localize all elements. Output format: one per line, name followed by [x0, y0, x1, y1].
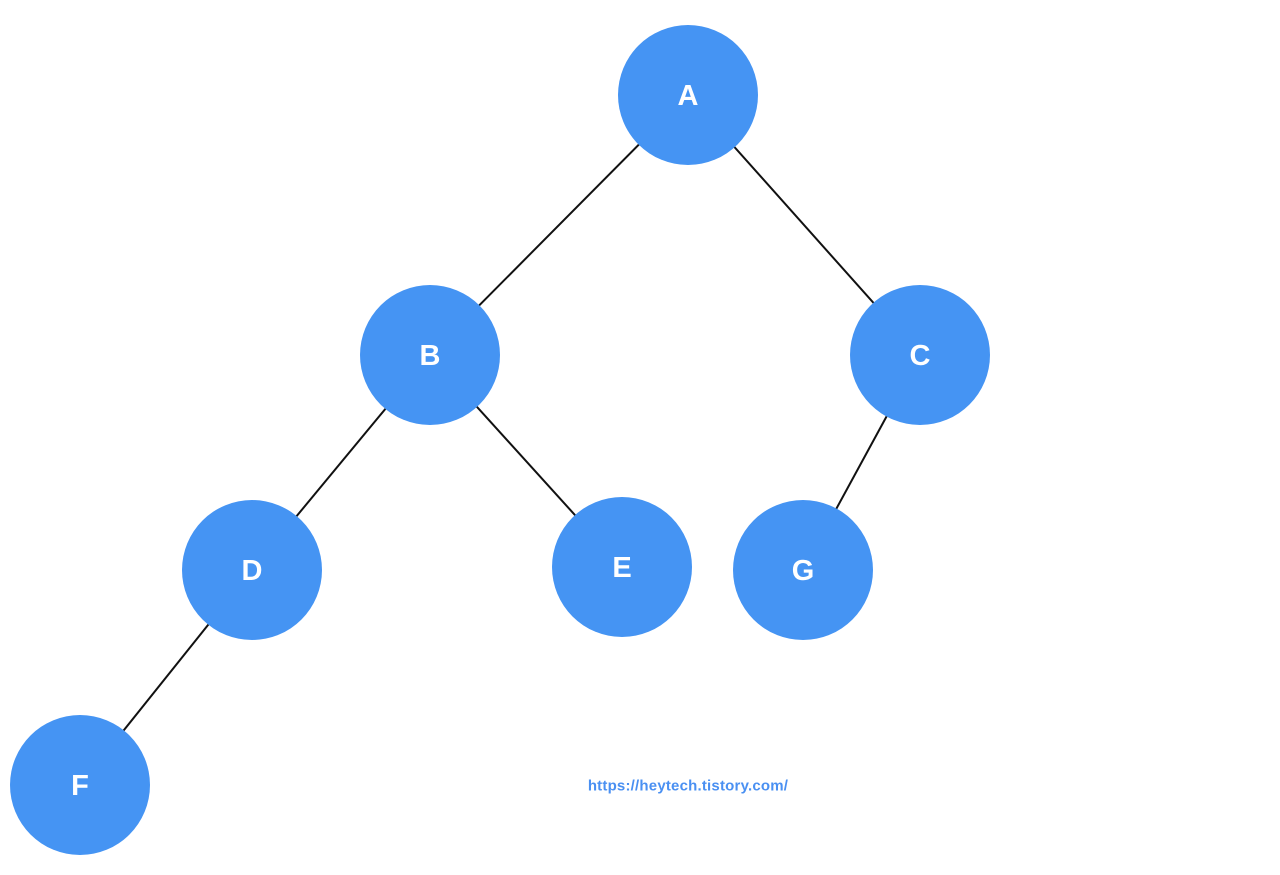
- tree-node-circle-G: [733, 500, 873, 640]
- tree-node-circle-B: [360, 285, 500, 425]
- tree-node-circle-D: [182, 500, 322, 640]
- tree-node-label-G: G: [792, 555, 815, 587]
- tree-node-A: A: [618, 25, 758, 165]
- tree-node-D: D: [182, 500, 322, 640]
- tree-node-label-E: E: [612, 552, 631, 584]
- tree-node-label-C: C: [910, 340, 931, 372]
- tree-node-label-D: D: [242, 555, 263, 587]
- watermark-url: https://heytech.tistory.com/: [587, 777, 789, 795]
- tree-node-circle-C: [850, 285, 990, 425]
- tree-node-B: B: [360, 285, 500, 425]
- tree-node-C: C: [850, 285, 990, 425]
- tree-node-label-F: F: [71, 770, 89, 802]
- tree-node-circle-A: [618, 25, 758, 165]
- tree-node-G: G: [733, 500, 873, 640]
- tree-node-circle-F: [10, 715, 150, 855]
- tree-node-label-A: A: [678, 80, 699, 112]
- tree-node-circle-E: [552, 497, 692, 637]
- tree-node-F: F: [10, 715, 150, 855]
- tree-node-label-B: B: [420, 340, 441, 372]
- tree-node-E: E: [552, 497, 692, 637]
